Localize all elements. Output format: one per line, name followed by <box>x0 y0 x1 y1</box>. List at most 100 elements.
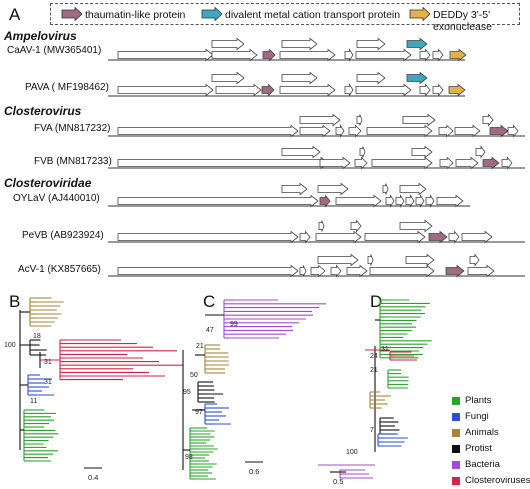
orf-caav1-2 <box>262 48 276 62</box>
orf-fvb-6 <box>482 156 500 170</box>
swatch-animals <box>452 429 460 437</box>
orf-acv1-1 <box>299 265 307 277</box>
orf-oylav-1 <box>317 182 349 196</box>
orf-fva-8 <box>507 124 519 138</box>
orf-pava-1 <box>215 83 262 97</box>
orf-caav1-5 <box>355 48 412 62</box>
b-bs-0: 100 <box>4 342 16 349</box>
orf-pevb-2 <box>315 230 362 244</box>
group-label-closteroviridae: Closteroviridae <box>4 176 92 190</box>
d-bs-4: 100 <box>346 449 358 456</box>
orf-caav1-3 <box>279 48 336 62</box>
orf-caav1-0 <box>211 37 245 51</box>
c-bs-5: 97 <box>195 409 203 416</box>
orf-oylav-0 <box>117 194 319 208</box>
orf-pava-7 <box>432 83 444 97</box>
orf-fva-7 <box>489 124 509 138</box>
orf-pevb-0 <box>318 220 325 232</box>
c-bs-2: 21 <box>196 343 204 350</box>
orf-oylav-7 <box>425 194 435 208</box>
orf-pava-2 <box>356 71 386 85</box>
orf-pevb-4 <box>428 230 448 244</box>
c-bs-3: 50 <box>190 372 198 379</box>
orf-pevb-3 <box>364 230 426 244</box>
orf-acv1-7 <box>467 264 495 278</box>
b-scale-label: 0.4 <box>88 473 98 482</box>
orf-fva-3 <box>482 113 494 127</box>
orf-pava-5 <box>355 83 412 97</box>
panel-d-letter: D <box>370 292 383 311</box>
virus-label-acv1: AcV-1 (KX857665) <box>18 264 101 275</box>
orf-oylav-0 <box>281 182 308 196</box>
orf-pevb-2 <box>399 219 433 233</box>
virus-label-pava: PAVA ( MF198462) <box>25 82 109 93</box>
orf-caav1-2 <box>356 37 386 51</box>
orf-oylav-2 <box>335 194 382 208</box>
legend-fungi: Fungi <box>465 411 489 422</box>
orf-pava-6 <box>419 83 431 97</box>
swatch-fungi <box>452 413 460 421</box>
orf-pava-0 <box>211 71 245 85</box>
orf-fvb-4 <box>439 156 454 170</box>
virus-label-caav1: CaAV-1 (MW365401) <box>7 45 102 56</box>
orf-acv1-5 <box>369 264 435 278</box>
genome-maps <box>108 37 525 278</box>
orf-oylav-6 <box>415 194 425 208</box>
legend-arrow-metal-transport <box>201 7 223 21</box>
b-bs-2: 31 <box>44 359 52 366</box>
orf-caav1-8 <box>449 48 467 62</box>
orf-acv1-2 <box>405 253 435 267</box>
orf-pevb-0 <box>117 230 299 244</box>
legend-label-thaumatin: thaumatin-like protein <box>85 9 186 21</box>
legend-bacteria: Bacteria <box>465 459 500 470</box>
gene-legend: thaumatin-like protein divalent metal ca… <box>50 3 520 33</box>
orf-pava-8 <box>448 83 466 97</box>
c-bs-6: 98 <box>185 454 193 461</box>
virus-label-oylav: OYLaV (AJ440010) <box>13 193 100 204</box>
orf-oylav-2 <box>382 183 389 195</box>
orf-oylav-8 <box>436 194 464 208</box>
orf-fvb-2 <box>411 145 433 159</box>
orf-oylav-1 <box>319 194 331 208</box>
orf-acv1-0 <box>117 264 299 278</box>
orf-fva-2 <box>335 124 345 138</box>
orf-fvb-1 <box>319 156 351 170</box>
orf-acv1-3 <box>330 264 342 278</box>
panel-a-letter: A <box>9 5 21 24</box>
orf-fva-6 <box>454 124 481 138</box>
orf-acv1-1 <box>367 254 374 266</box>
swatch-plants <box>452 397 460 405</box>
legend-arrow-thaumatin <box>61 7 83 21</box>
virus-label-fva: FVA (MN817232) <box>34 123 111 134</box>
b-bs-1: 18 <box>33 333 41 340</box>
orf-acv1-2 <box>310 264 326 278</box>
orf-oylav-4 <box>395 194 405 208</box>
orf-fvb-3 <box>371 156 433 170</box>
legend-closteroviruses: Closteroviruses <box>465 475 530 486</box>
b-bs-3: 31 <box>44 379 52 386</box>
legend-label-exonuclease: DEDDy 3'-5' exonuclease <box>433 9 492 33</box>
orf-caav1-1 <box>211 48 258 62</box>
orf-fvb-3 <box>475 145 486 159</box>
c-bs-1: 99 <box>230 321 238 328</box>
orf-pava-3 <box>279 83 336 97</box>
orf-fva-5 <box>438 124 454 138</box>
orf-pava-3 <box>406 71 428 85</box>
swatch-protist <box>452 445 460 453</box>
orf-caav1-3 <box>406 37 428 51</box>
orf-fva-1 <box>299 124 331 138</box>
virus-label-fvb: FVB (MN817233) <box>34 156 112 167</box>
legend-animals: Animals <box>465 427 499 438</box>
d-bs-2: 21 <box>370 367 378 374</box>
orf-fvb-2 <box>354 156 368 170</box>
orf-caav1-7 <box>432 48 444 62</box>
group-label-ampelovirus: Ampelovirus <box>4 29 77 43</box>
orf-pevb-1 <box>299 230 311 244</box>
b-bs-4: 11 <box>30 398 37 405</box>
orf-oylav-3 <box>399 182 427 196</box>
orf-pava-2 <box>261 83 275 97</box>
orf-acv1-6 <box>445 264 465 278</box>
d-bs-3: 7 <box>370 427 374 434</box>
swatch-bacteria <box>452 461 460 469</box>
